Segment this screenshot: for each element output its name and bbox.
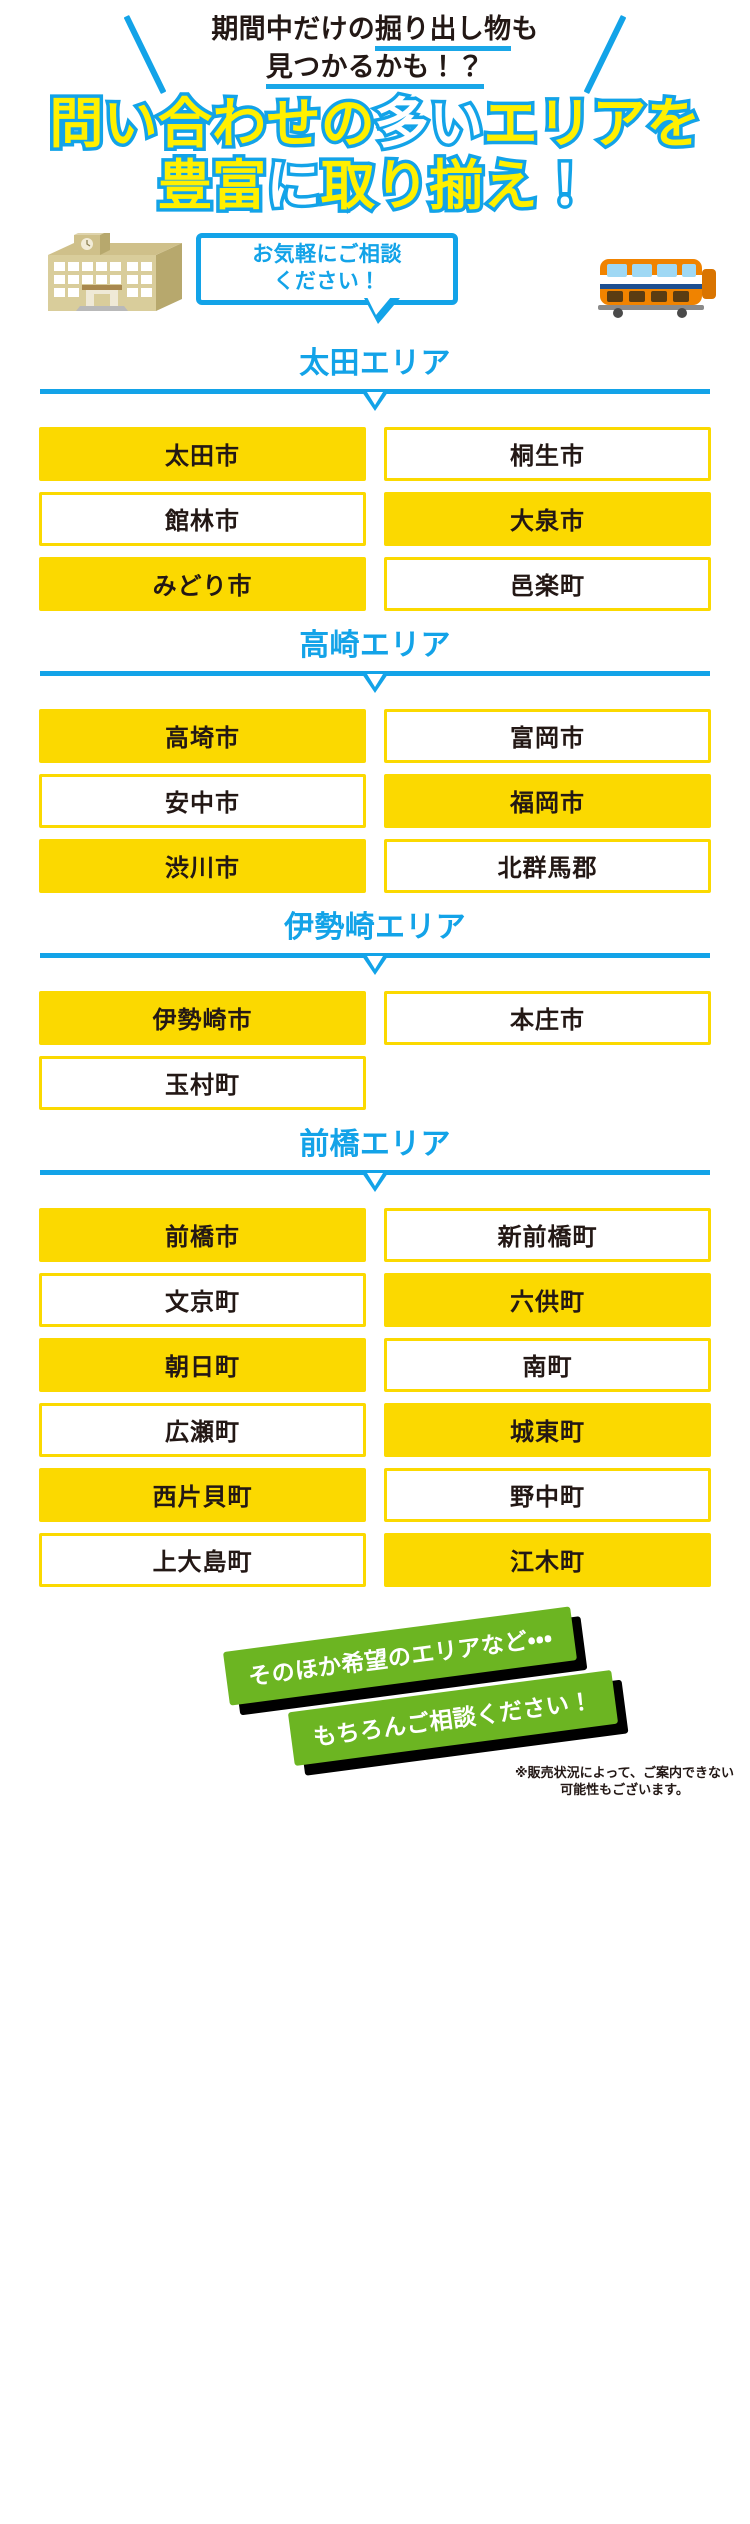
area-chip[interactable]: 文京町 (39, 1272, 366, 1327)
area-chip[interactable]: 桐生市 (384, 426, 711, 481)
area-chip-grid: 伊勢崎市本庄市玉村町 (39, 990, 711, 1110)
area-chip[interactable]: 渋川市 (39, 838, 366, 893)
area-chip[interactable]: 新前橋町 (384, 1207, 711, 1262)
area-chip[interactable]: 玉村町 (39, 1055, 366, 1110)
area-chip[interactable]: 太田市 (39, 426, 366, 481)
area-divider-bar (40, 388, 710, 394)
area-chip-grid: 太田市桐生市館林市大泉市みどり市邑楽町 (39, 426, 711, 611)
bubble-tail-inner-icon (367, 296, 391, 315)
kicker-line1-tail: も (511, 14, 539, 44)
area-section: 高崎エリア高埼市富岡市安中市福岡市渋川市北群馬郡 (0, 629, 750, 893)
area-chip[interactable]: 館林市 (39, 491, 366, 546)
area-chip[interactable]: 大泉市 (384, 491, 711, 546)
area-chip[interactable]: 西片貝町 (39, 1467, 366, 1522)
headline-l1-b: 多い (371, 93, 486, 154)
area-divider-bar (40, 670, 710, 676)
area-chip[interactable]: 城東町 (384, 1402, 711, 1457)
area-chip[interactable]: 高埼市 (39, 708, 366, 763)
kicker-block: 期間中だけの掘り出し物も 見つかるかも！？ (0, 0, 750, 95)
headline-l2-b: に (263, 155, 324, 216)
area-divider (40, 670, 710, 695)
bubble-line-2: ください！ (273, 269, 381, 293)
area-section: 伊勢崎エリア伊勢崎市本庄市玉村町 (0, 911, 750, 1110)
area-title: 高崎エリア (299, 628, 451, 662)
area-title: 伊勢崎エリア (284, 910, 466, 944)
area-divider (40, 1169, 710, 1194)
area-chip[interactable]: 富岡市 (384, 708, 711, 763)
area-chip[interactable]: 六供町 (384, 1272, 711, 1327)
headline-l2-c: 取り揃え (317, 155, 541, 216)
area-chip[interactable]: 朝日町 (39, 1337, 366, 1392)
area-divider-bar (40, 952, 710, 958)
kicker-line-2: 見つかるかも！？ (0, 48, 750, 90)
headline-l1-a: 問い合わせの (46, 93, 378, 154)
area-chip-grid: 高埼市富岡市安中市福岡市渋川市北群馬郡 (39, 708, 711, 893)
area-chip[interactable]: 上大島町 (39, 1532, 366, 1587)
area-divider (40, 388, 710, 413)
school-building-icon (48, 232, 182, 311)
headline-line-2: 豊富に取り揃え！ (0, 155, 750, 216)
area-section: 前橋エリア前橋市新前橋町文京町六供町朝日町南町広瀬町城東町西片貝町野中町上大島町… (0, 1128, 750, 1587)
area-divider-notch-inner-icon (367, 1172, 383, 1186)
disclaimer-line-1: ※販売状況によって、ご案内できない (515, 1764, 734, 1780)
area-divider (40, 952, 710, 977)
area-chip[interactable]: 江木町 (384, 1532, 711, 1587)
area-chip[interactable]: 野中町 (384, 1467, 711, 1522)
kicker-line2-underlined: 見つかるかも！？ (265, 52, 485, 90)
bottom-banner: そのほか希望のエリアなど・・・ もちろんご相談ください！ ※販売状況によって、ご… (0, 1606, 750, 1803)
area-sections: 太田エリア太田市桐生市館林市大泉市みどり市邑楽町高崎エリア高埼市富岡市安中市福岡… (0, 347, 750, 1587)
illustration-strip: お気軽にご相談 ください！ (0, 227, 750, 343)
headline-line-1: 問い合わせの多いエリアを (0, 93, 750, 154)
consult-speech-bubble: お気軽にご相談 ください！ (196, 232, 458, 324)
area-chip[interactable]: 邑楽町 (384, 556, 711, 611)
main-headline: 問い合わせの多いエリアを 豊富に取り揃え！ (0, 93, 750, 216)
area-chip[interactable]: 福岡市 (384, 773, 711, 828)
area-chip[interactable]: 安中市 (39, 773, 366, 828)
headline-l1-c: エリアを (480, 93, 704, 154)
area-title: 前橋エリア (299, 1127, 451, 1161)
area-section: 太田エリア太田市桐生市館林市大泉市みどり市邑楽町 (0, 347, 750, 611)
kicker-line-1: 期間中だけの掘り出し物も (0, 10, 750, 51)
area-chip[interactable]: 伊勢崎市 (39, 990, 366, 1045)
train-icon (598, 258, 716, 318)
area-divider-notch-inner-icon (367, 391, 383, 405)
disclaimer-line-2: 可能性もございます。 (560, 1782, 689, 1798)
area-chip[interactable]: 前橋市 (39, 1207, 366, 1262)
area-title: 太田エリア (299, 346, 451, 380)
bubble-line-1: お気軽にご相談 (252, 242, 402, 266)
disclaimer-text: ※販売状況によって、ご案内できない 可能性もございます。 (515, 1764, 734, 1799)
headline-l2-a: 豊富 (154, 155, 269, 216)
area-chip-grid: 前橋市新前橋町文京町六供町朝日町南町広瀬町城東町西片貝町野中町上大島町江木町 (39, 1207, 711, 1587)
headline-l2-d: ！ (534, 155, 595, 216)
area-chip[interactable]: 南町 (384, 1337, 711, 1392)
kicker-line1-underlined: 掘り出し物 (374, 14, 512, 51)
area-divider-notch-inner-icon (367, 955, 383, 969)
kicker-line1-plain: 期間中だけの (211, 14, 375, 44)
area-chip[interactable]: 本庄市 (384, 990, 711, 1045)
area-chip[interactable]: 北群馬郡 (384, 838, 711, 893)
area-chip[interactable]: 広瀬町 (39, 1402, 366, 1457)
area-divider-bar (40, 1169, 710, 1175)
area-divider-notch-inner-icon (367, 673, 383, 687)
area-chip[interactable]: みどり市 (39, 556, 366, 611)
